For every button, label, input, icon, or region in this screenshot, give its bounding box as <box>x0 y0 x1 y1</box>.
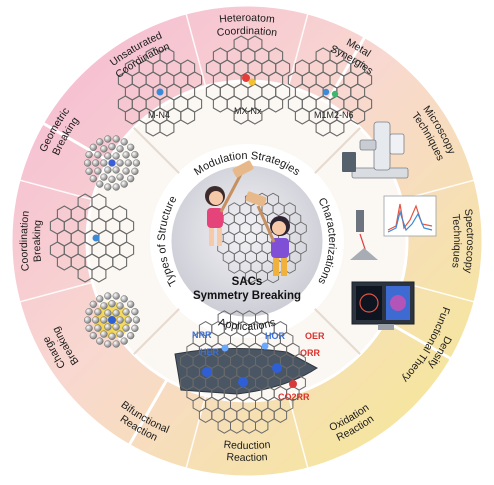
outer-reduction-line1: Reduction <box>223 439 271 452</box>
outer-spectroscopy-line2: Techniques <box>449 213 463 268</box>
spectroscopy-illustration <box>350 195 437 260</box>
outer-spectroscopy-line1: Spectroscopy <box>462 208 476 275</box>
her-label: HER <box>200 347 220 357</box>
boy-figure <box>245 191 290 276</box>
mx-nx-label: MX-Nx <box>234 106 262 116</box>
sector-dividers <box>18 12 476 470</box>
outer-coordination-line2: Breaking <box>31 219 44 262</box>
orr-label: ORR <box>300 348 321 358</box>
structure-panels <box>49 35 437 434</box>
m1m2-n6-label: M1M2-N6 <box>314 110 354 120</box>
m-n4-label: M-N4 <box>148 110 170 120</box>
center-title-line1: SACs <box>232 276 263 288</box>
microscope-illustration <box>342 121 409 179</box>
m-n4-structure <box>117 47 203 137</box>
charge-structure <box>84 292 141 348</box>
center-illustration <box>205 160 307 284</box>
hor-label: HOR <box>265 331 286 341</box>
girl-figure <box>205 160 254 246</box>
m1m2-n6-structure <box>287 47 373 137</box>
outer-heteroatom-line1: Heteroatom <box>219 12 276 26</box>
outer-heteroatom-line2: Coordination <box>216 25 278 39</box>
nrr-label: NRR <box>192 330 212 340</box>
coordination-structure <box>49 193 135 283</box>
catalysis-illustration <box>174 310 318 434</box>
oer-label: OER <box>305 331 325 341</box>
dft-illustration <box>351 281 415 330</box>
center-title-line2: Symmetry Breaking <box>193 290 301 302</box>
structure-labels: M-N4 MX-Nx M1M2-N6 <box>148 106 354 120</box>
outer-reduction-line2: Reaction <box>226 451 268 464</box>
inner-label-applications: Applications <box>217 316 278 333</box>
outer-coordination-line1: Coordination <box>18 210 32 272</box>
reaction-labels: NRR HOR OER ORR CO2RR HER <box>192 330 325 402</box>
geometric-structure <box>84 135 141 191</box>
co2rr-label: CO2RR <box>278 392 310 402</box>
mx-nx-structure <box>205 35 291 125</box>
